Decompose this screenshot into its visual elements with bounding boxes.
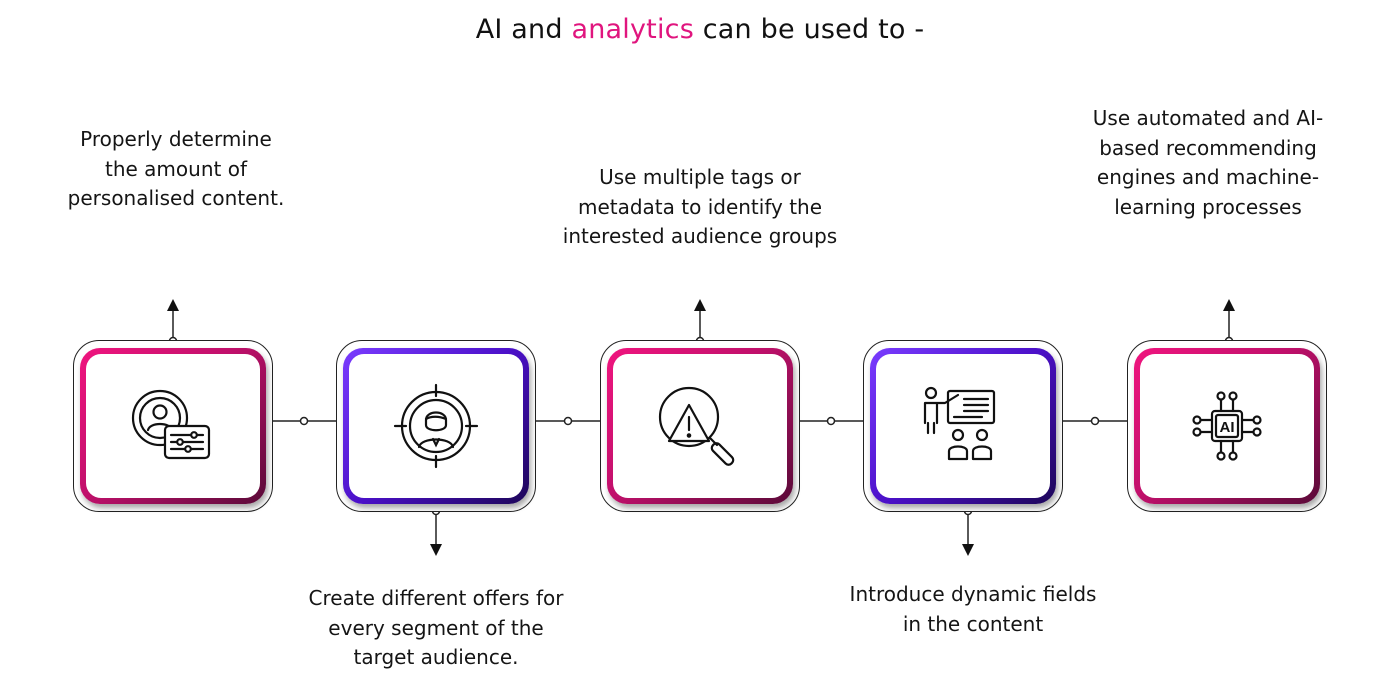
connector-node — [826, 416, 836, 426]
ai-chip-icon: AI — [1192, 391, 1262, 461]
search-warning-icon — [658, 386, 735, 466]
title-prefix: AI and — [475, 14, 572, 45]
step-4-inner — [876, 354, 1050, 498]
ai-chip-label: AI — [1220, 419, 1235, 436]
user-settings-icon — [131, 389, 211, 460]
step-4-box — [863, 340, 1063, 512]
step-1-inner — [86, 354, 260, 498]
step-3-frame — [607, 348, 793, 504]
connector-node — [299, 416, 309, 426]
step-4-frame — [870, 348, 1056, 504]
step-2-frame — [343, 348, 529, 504]
step-3-inner — [613, 354, 787, 498]
step-3-box — [600, 340, 800, 512]
connector-node — [1090, 416, 1100, 426]
step-5-box: AI — [1127, 340, 1327, 512]
target-user-icon — [393, 383, 479, 469]
step-5-caption: Use automated and AI-based recommending … — [1092, 106, 1324, 219]
step-1-box — [73, 340, 273, 512]
title-accent: analytics — [571, 14, 694, 45]
step-2-box — [336, 340, 536, 512]
step-5-inner: AI — [1140, 354, 1314, 498]
step-4-caption: Introduce dynamic fields in the content — [849, 582, 1097, 636]
step-5-frame: AI — [1134, 348, 1320, 504]
step-2-caption: Create different offers for every segmen… — [308, 586, 564, 669]
step-3-caption: Use multiple tags or metadata to identif… — [562, 165, 838, 248]
title-suffix: can be used to - — [693, 14, 925, 45]
page-title: AI and analytics can be used to - — [0, 14, 1400, 45]
step-1-caption: Properly determine the amount of persona… — [67, 127, 285, 210]
step-2-inner — [349, 354, 523, 498]
presentation-audience-icon — [923, 386, 996, 461]
connector-node — [563, 416, 573, 426]
step-1-frame — [80, 348, 266, 504]
